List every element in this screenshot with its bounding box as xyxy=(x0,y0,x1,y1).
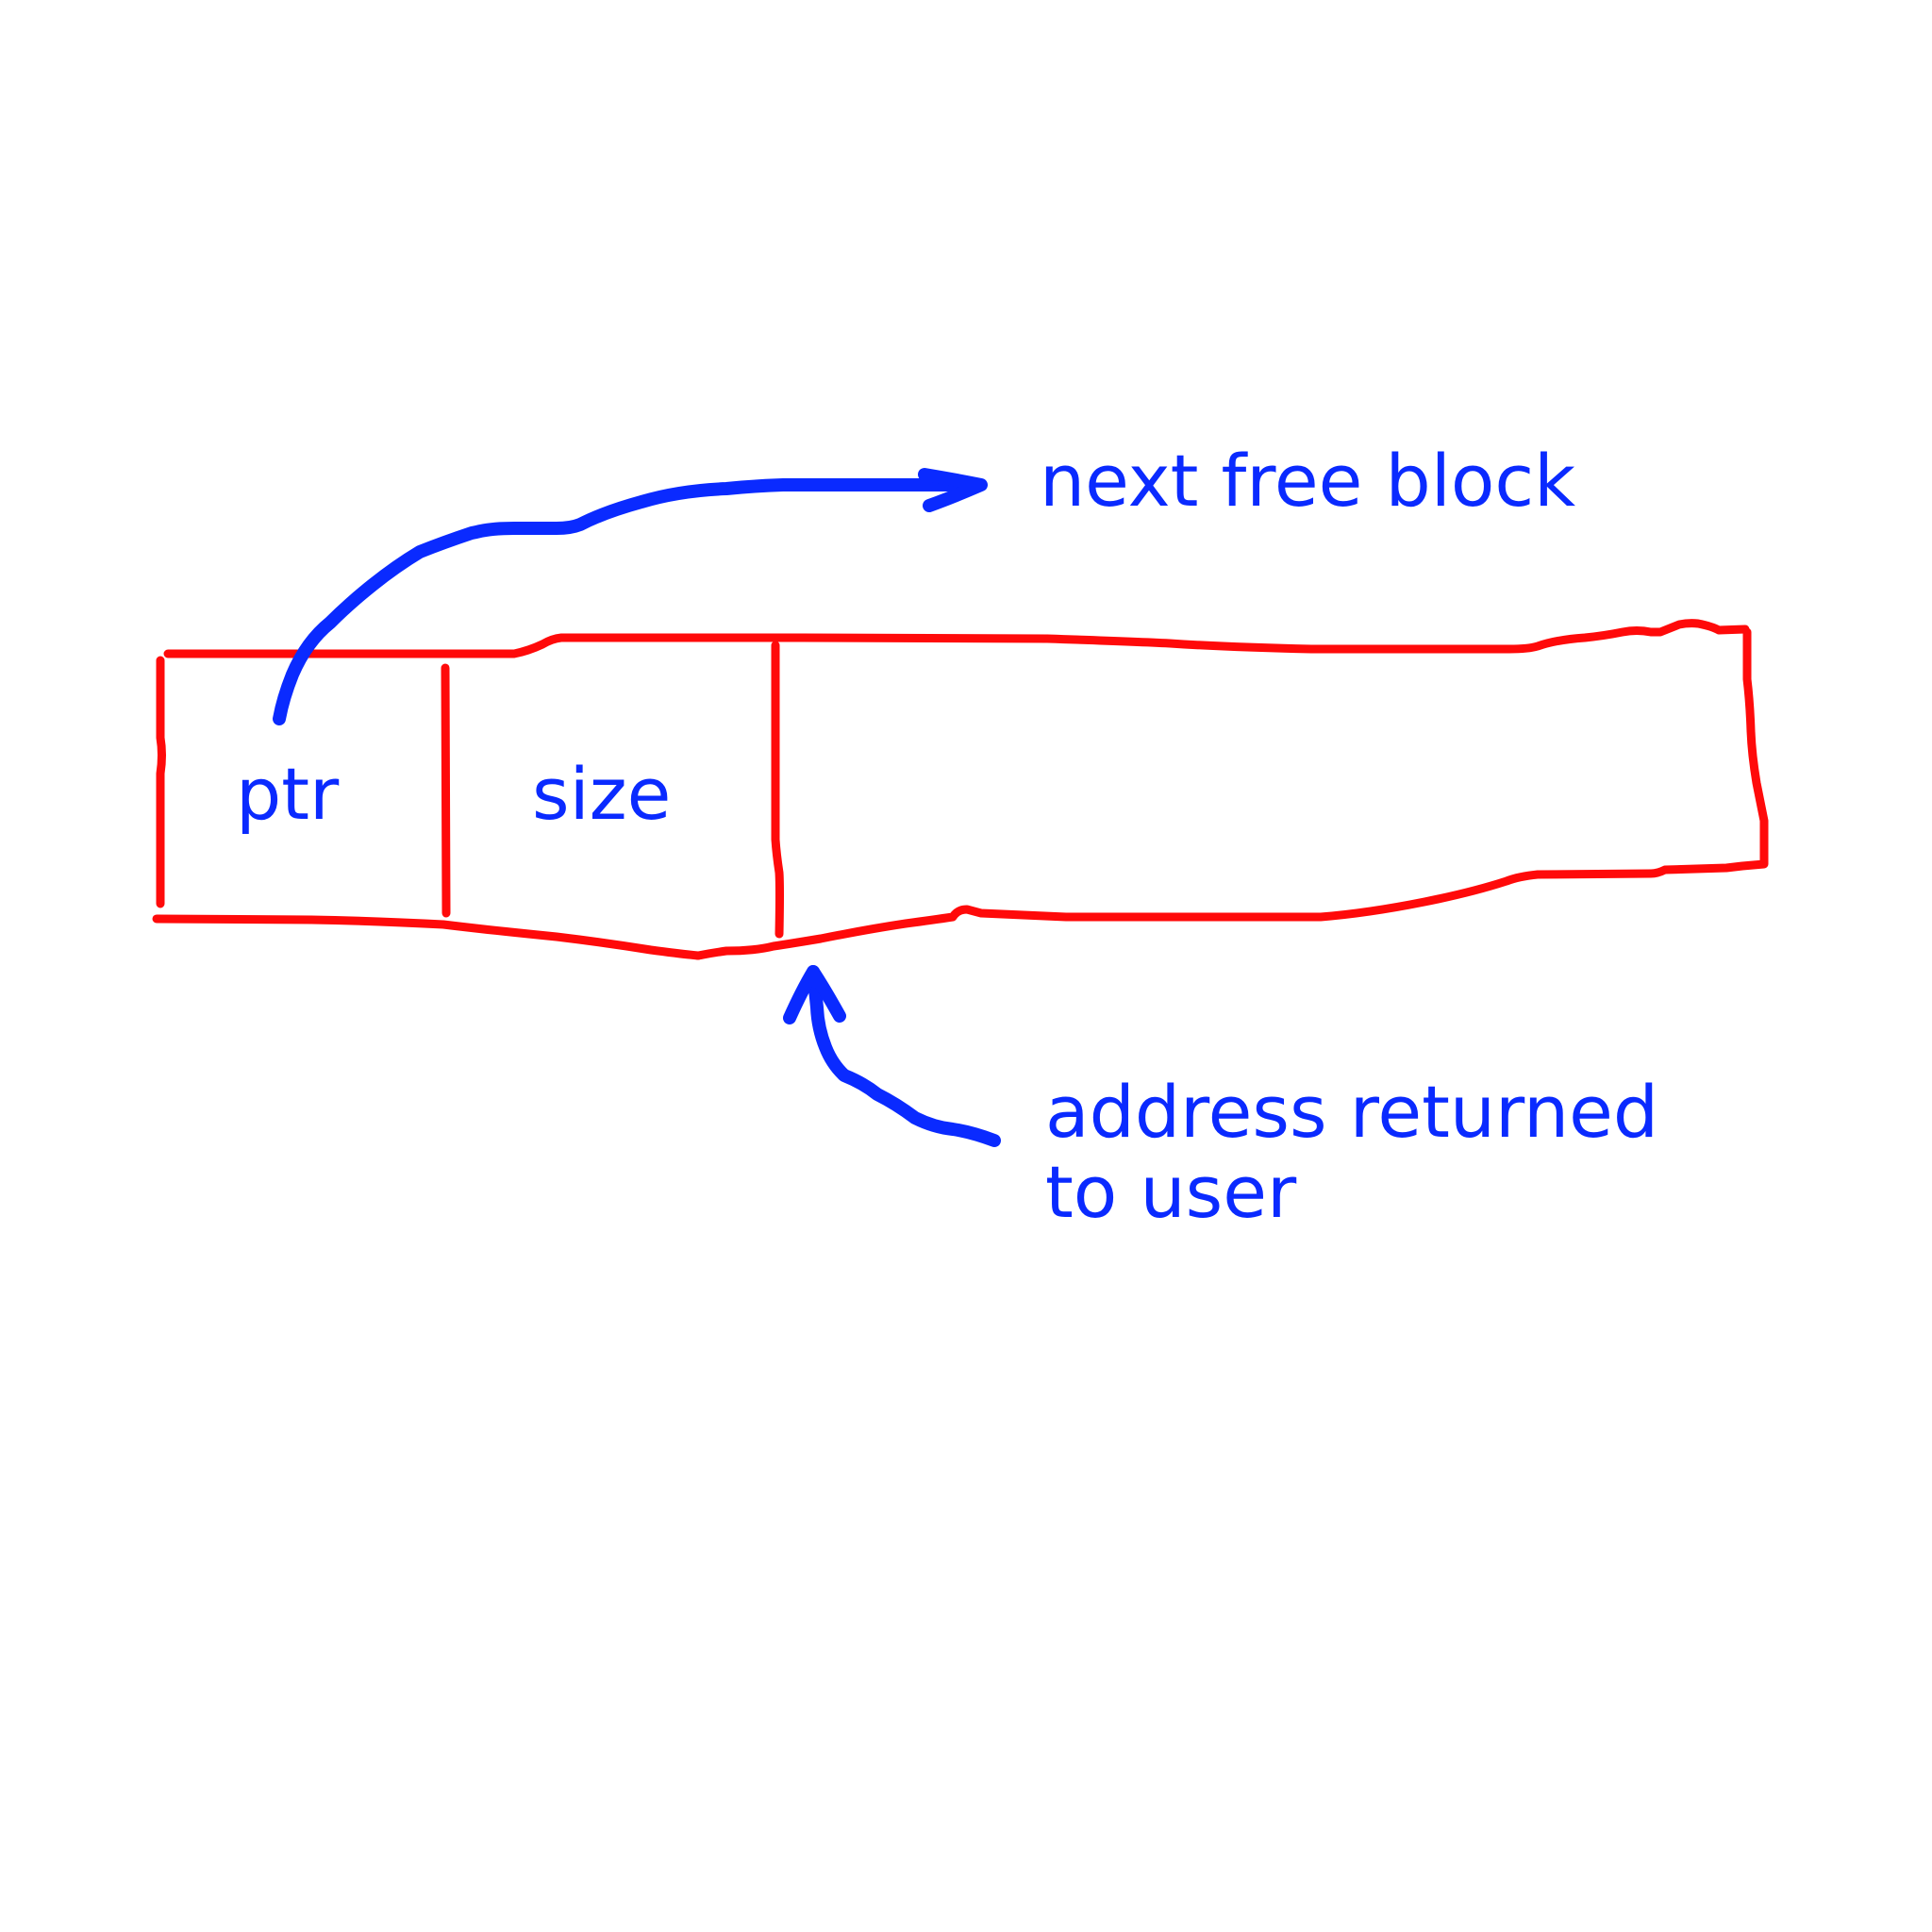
ptr-size-divider xyxy=(441,663,451,918)
user-address-arrowhead-icon xyxy=(783,965,846,1024)
block-left-edge xyxy=(156,656,166,908)
next-free-block-label: next free block xyxy=(1040,439,1575,523)
block-top-edge xyxy=(163,619,1750,658)
address-returned-label-line2: to user xyxy=(1045,1150,1297,1234)
block-right-edge xyxy=(693,627,1769,960)
user-address-arrow xyxy=(783,965,1001,1147)
size-field-label: size xyxy=(532,752,671,836)
memory-block xyxy=(152,619,1769,960)
next-block-arrowhead-icon xyxy=(918,468,988,512)
address-returned-label-line1: address returned xyxy=(1045,1070,1658,1154)
ptr-field-label: ptr xyxy=(236,752,340,836)
header-data-divider xyxy=(771,641,784,939)
next-block-arrow xyxy=(273,468,988,725)
block-bottom-edge xyxy=(152,914,703,960)
next-block-arrow-shaft xyxy=(273,478,978,725)
user-address-arrow-shaft xyxy=(807,965,1001,1147)
